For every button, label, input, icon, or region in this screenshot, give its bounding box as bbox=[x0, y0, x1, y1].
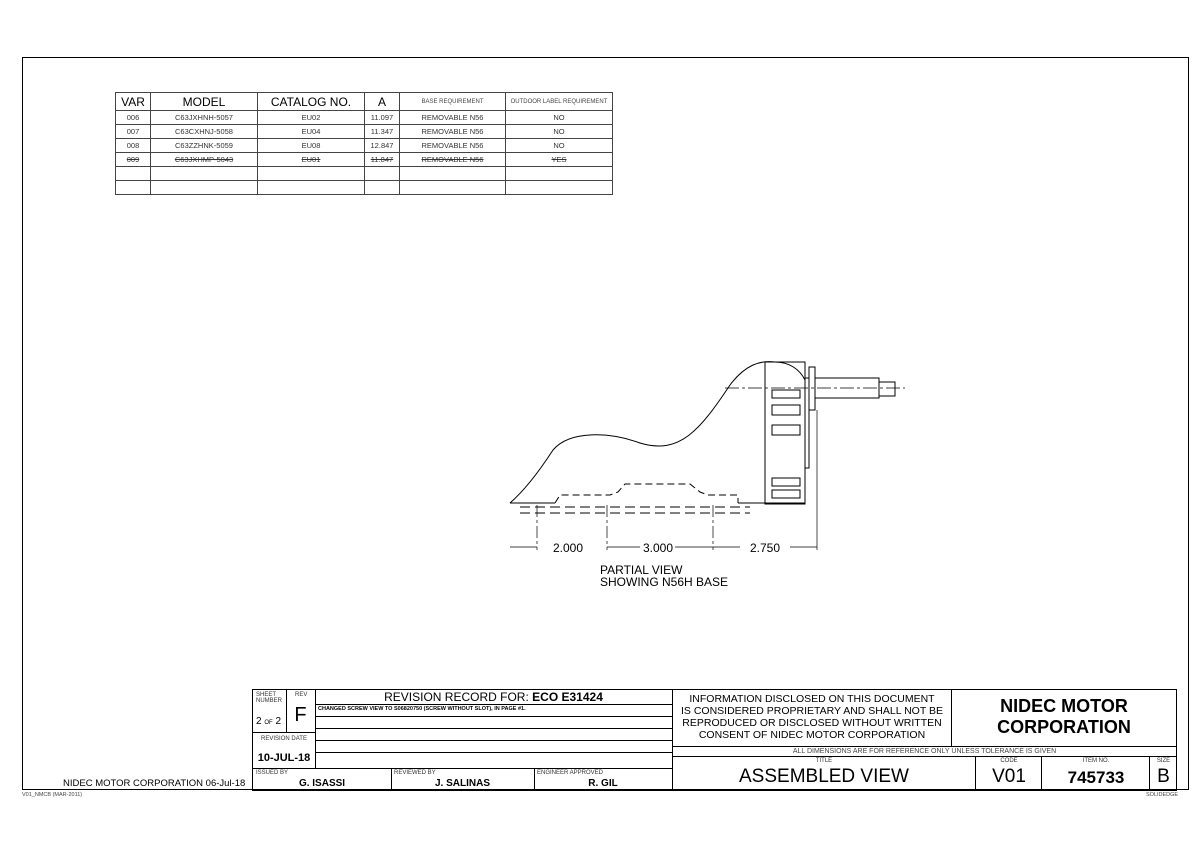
rev-label: REV bbox=[295, 692, 308, 698]
endbell bbox=[764, 361, 806, 505]
revision-note: CHANGED SCREW VIEW TO S06820750 (SCREW W… bbox=[318, 706, 526, 712]
motor-outline bbox=[509, 361, 806, 504]
revision-record-title: REVISION RECORD FOR: bbox=[384, 690, 529, 704]
code-label: CODE bbox=[1000, 758, 1018, 764]
revision-date: 10-JUL-18 bbox=[257, 752, 311, 764]
flange bbox=[808, 366, 816, 411]
size-label: SIZE bbox=[1156, 758, 1171, 764]
notice-line: IS CONSIDERED PROPRIETARY AND SHALL NOT … bbox=[681, 705, 943, 717]
variant-table: VAR MODEL CATALOG NO. A BASE REQUIREMENT… bbox=[115, 92, 613, 195]
code-value: V01 bbox=[992, 766, 1026, 787]
dimension-3000: 3.000 bbox=[643, 541, 674, 555]
company-date-stamp: NIDEC MOTOR CORPORATION 06-Jul-18 bbox=[63, 778, 246, 789]
base-hidden bbox=[554, 483, 739, 504]
item-number: 745733 bbox=[1067, 768, 1125, 787]
engineer-label: ENGINEER APPROVED bbox=[537, 770, 604, 776]
issued-by: G. ISASSI bbox=[298, 778, 346, 789]
col-model: MODEL bbox=[150, 92, 258, 111]
company-line: CORPORATION bbox=[997, 717, 1131, 737]
sheets-total: 2 bbox=[275, 716, 282, 727]
view-caption: PARTIAL VIEW SHOWING N56H BASE bbox=[600, 564, 728, 588]
dimension-2000: 2.000 bbox=[553, 541, 584, 555]
size-value: B bbox=[1157, 766, 1170, 787]
table-row-empty bbox=[115, 166, 613, 181]
reviewed-by: J. SALINAS bbox=[434, 778, 490, 789]
company-logo-text: NIDEC MOTOR CORPORATION bbox=[951, 690, 1176, 746]
dimensions-note: ALL DIMENSIONS ARE FOR REFERENCE ONLY UN… bbox=[673, 746, 1176, 757]
revision-date-label: REVISION DATE bbox=[261, 736, 307, 742]
caption-line: PARTIAL VIEW bbox=[600, 563, 683, 577]
sheet-number-label: SHEET NUMBER bbox=[256, 692, 283, 704]
engineer-approved: R. GIL bbox=[588, 778, 618, 789]
software-label: SOLIDEDGE bbox=[1146, 792, 1179, 798]
reviewed-by-label: REVIEWED BY bbox=[394, 770, 436, 776]
company-line: NIDEC MOTOR bbox=[1000, 696, 1128, 716]
notice-line: INFORMATION DISCLOSED ON THIS DOCUMENT bbox=[689, 693, 935, 705]
form-id: V01_NMCB (MAR-2011) bbox=[22, 792, 83, 798]
item-label: ITEM NO. bbox=[1082, 758, 1110, 764]
caption-line: SHOWING N56H BASE bbox=[600, 575, 729, 589]
eco-number: ECO E31424 bbox=[532, 690, 603, 704]
issued-by-label: ISSUED BY bbox=[256, 770, 289, 776]
shaft-tip bbox=[878, 381, 896, 397]
title-block: INFORMATION DISCLOSED ON THIS DOCUMENT I… bbox=[672, 689, 1177, 791]
title-label: TITLE bbox=[815, 758, 833, 764]
drawing-title: ASSEMBLED VIEW bbox=[739, 766, 909, 787]
revision-letter: F bbox=[294, 704, 307, 726]
of-label: OF bbox=[264, 720, 273, 726]
sheet-number: 2 bbox=[256, 716, 262, 727]
notice-line: CONSENT OF NIDEC MOTOR CORPORATION bbox=[698, 729, 926, 741]
drawing-border bbox=[22, 57, 1189, 790]
notice-line: REPRODUCED OR DISCLOSED WITHOUT WRITTEN bbox=[682, 717, 942, 729]
revision-block: SHEET NUMBER 2 OF 2 REV F REVISION DATE … bbox=[252, 689, 673, 791]
extension-lines bbox=[536, 410, 818, 550]
table-row-empty bbox=[115, 180, 613, 195]
proprietary-notice: INFORMATION DISCLOSED ON THIS DOCUMENT I… bbox=[673, 693, 951, 741]
dimension-2750: 2.750 bbox=[750, 541, 781, 555]
vent-slots bbox=[771, 389, 801, 499]
